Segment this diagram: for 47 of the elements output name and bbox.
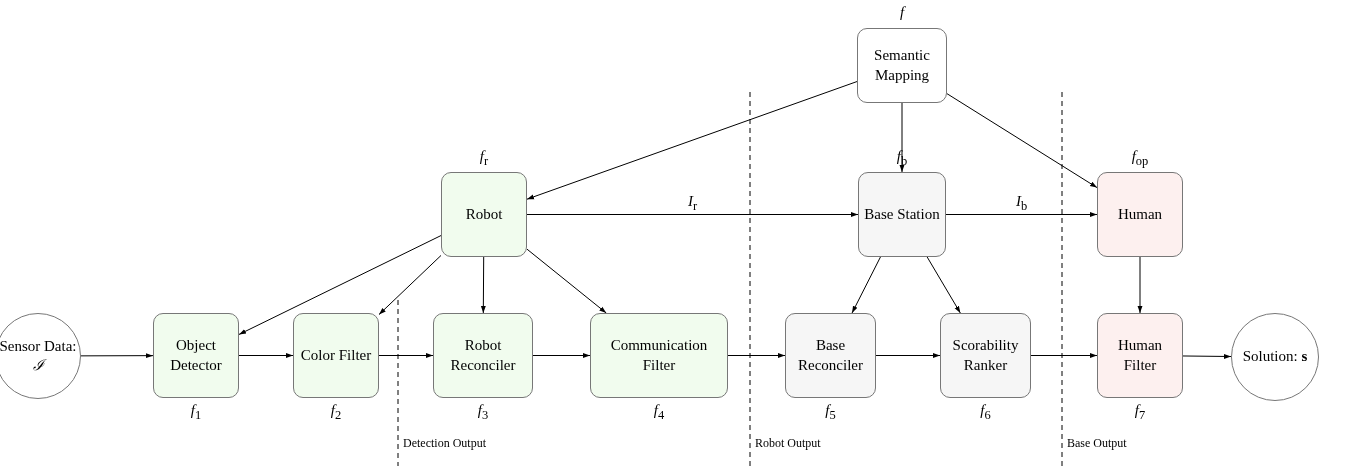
data-circle: Sensor Data: ℐ [0, 313, 81, 399]
section-label: Base Output [1067, 436, 1127, 451]
function-label: f$_{1}$ [190, 402, 202, 423]
function-label: f$_{op}$ [1131, 148, 1149, 169]
section-label: Robot Output [755, 436, 821, 451]
function-label: f$_{3}$ [477, 402, 489, 423]
function-label: f$_{7}$ [1134, 402, 1146, 423]
process-box: Communication Filter [590, 313, 728, 398]
arrow [926, 256, 961, 314]
arrow [946, 93, 1098, 189]
process-box: Semantic Mapping [857, 28, 947, 103]
arrow [238, 235, 442, 335]
arrow [378, 254, 442, 316]
arrow [480, 256, 486, 314]
data-circle: Solution: s [1231, 313, 1319, 401]
process-box: Color Filter [293, 313, 379, 398]
process-box: Base Reconciler [785, 313, 876, 398]
function-label: f$_{b}$ [896, 148, 908, 169]
process-box: Base Station [858, 172, 946, 257]
process-box: Object Detector [153, 313, 239, 398]
arrow [945, 212, 1098, 217]
process-box: Human Filter [1097, 313, 1183, 398]
arrow [526, 248, 607, 314]
process-box: Scorability Ranker [940, 313, 1031, 398]
process-box: Human [1097, 172, 1183, 257]
arrow [875, 353, 941, 358]
arrow [727, 353, 786, 358]
arrow [526, 81, 858, 200]
function-label: f [899, 4, 905, 21]
function-label: f$_{4}$ [653, 402, 665, 423]
arrow [80, 353, 154, 359]
section-label: Detection Output [403, 436, 486, 451]
function-label: f$_{5}$ [825, 402, 836, 423]
function-label: f$_{6}$ [980, 402, 991, 423]
process-box: Robot [441, 172, 527, 257]
arrow [1137, 256, 1143, 314]
arrow [1030, 353, 1098, 358]
arrow [378, 353, 434, 358]
arrow [526, 212, 859, 217]
function-label: f$_{r}$ [479, 148, 489, 169]
arrow [851, 256, 881, 314]
arrow [532, 353, 591, 358]
arrow [1182, 354, 1232, 359]
process-box: Robot Reconciler [433, 313, 533, 398]
function-label: f$_{2}$ [330, 402, 342, 423]
arrow [899, 102, 905, 173]
arrow [238, 353, 294, 358]
